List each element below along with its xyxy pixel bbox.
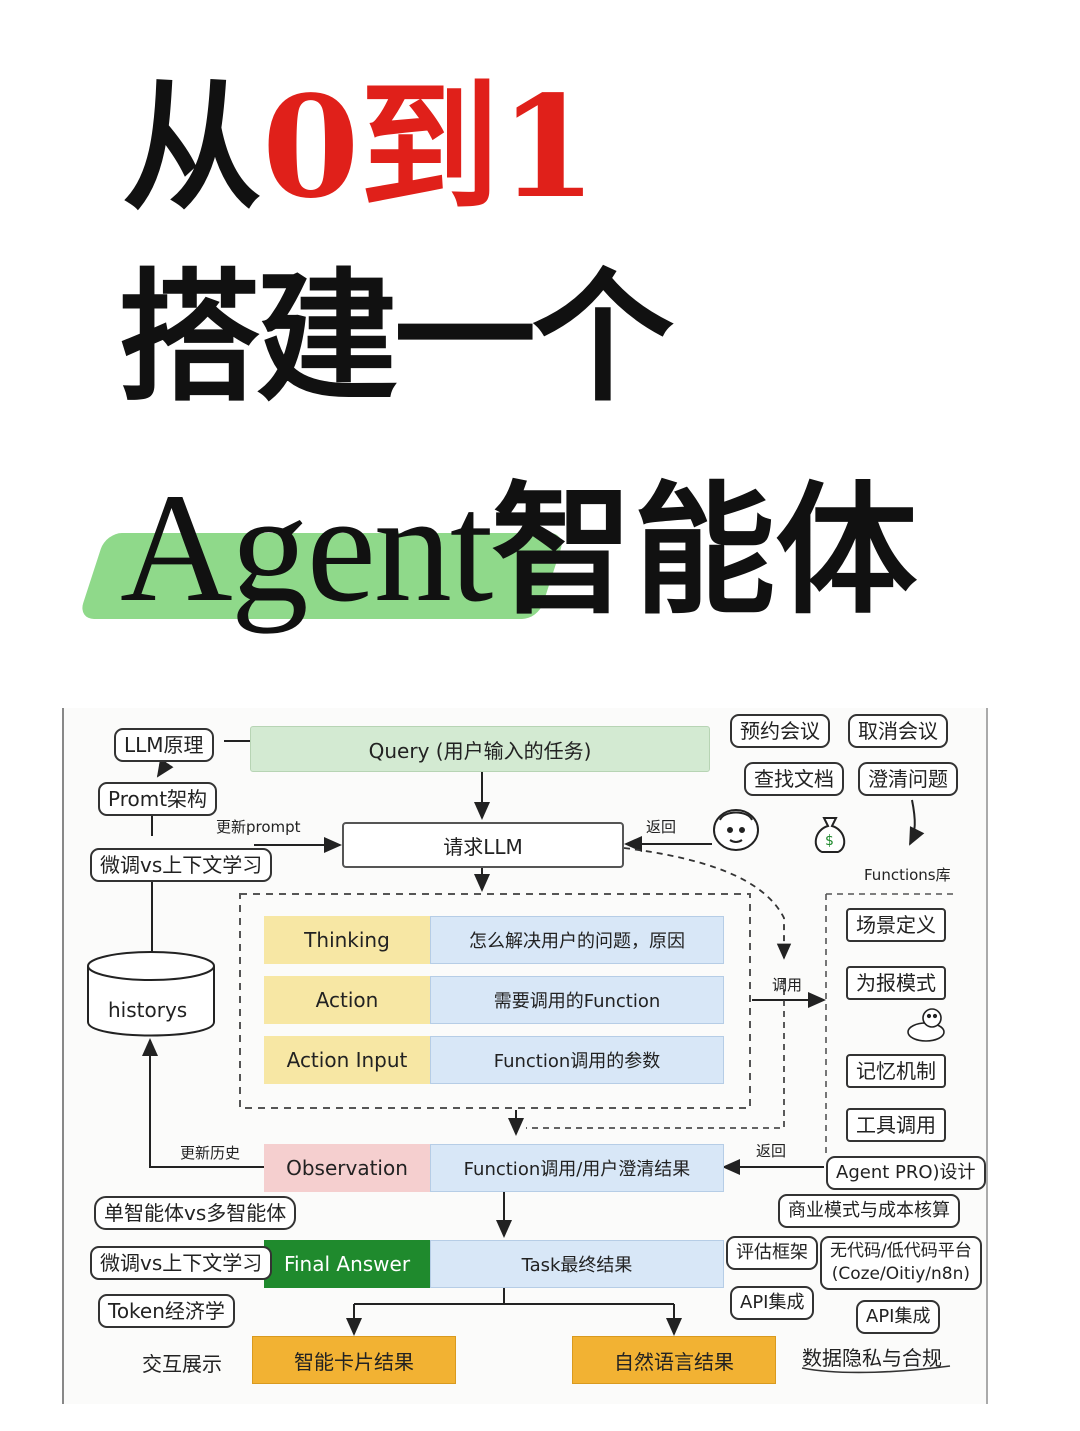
money-bag-icon: $ xyxy=(814,817,846,853)
function-memory-mechanism: 记忆机制 xyxy=(846,1054,946,1088)
row-action-label: Action xyxy=(264,976,430,1024)
title-line3-cjk: 智能体 xyxy=(491,469,918,634)
tag-business-model-cost: 商业模式与成本核算 xyxy=(778,1194,960,1228)
row-action-content: 需要调用的Function xyxy=(430,976,724,1024)
tag-finetune-vs-icl-2: 微调vs上下文学习 xyxy=(90,1246,273,1280)
title-line1-prefix: 从 xyxy=(122,67,263,230)
tag-api-integration-2: API集成 xyxy=(856,1300,941,1334)
function-report-mode: 为报模式 xyxy=(846,966,946,1000)
agent-diagram: LLM原理 Promt架构 微调vs上下文学习 historys Query (… xyxy=(62,708,988,1404)
snowman-icon xyxy=(907,1008,945,1042)
final-answer-label: Final Answer xyxy=(264,1240,430,1288)
tag-no-code-platforms: 无代码/低代码平台 (Coze/Oitiy/n8n) xyxy=(820,1236,982,1290)
title-line-3: Agent智能体 xyxy=(120,470,917,626)
edge-label-update-history: 更新历史 xyxy=(180,1144,241,1162)
tag-agent-pro-design: Agent PRO)设计 xyxy=(826,1156,986,1190)
title-line-2: 搭建一个 xyxy=(118,256,674,421)
request-llm-box: 请求LLM xyxy=(342,822,624,868)
functions-library-title: Functions库 xyxy=(864,866,951,884)
observation-content: Function调用/用户澄清结果 xyxy=(430,1144,724,1192)
tag-finetune-vs-icl: 微调vs上下文学习 xyxy=(90,848,273,882)
tag-llm-principle: LLM原理 xyxy=(114,728,214,762)
connector-lines xyxy=(142,740,954,1374)
final-answer-content: Task最终结果 xyxy=(430,1240,724,1288)
row-thinking-label: Thinking xyxy=(264,916,430,964)
row-thinking-content: 怎么解决用户的问题，原因 xyxy=(430,916,724,964)
row-action-input-content: Function调用的参数 xyxy=(430,1036,724,1084)
output-card-result: 智能卡片结果 xyxy=(252,1336,456,1384)
historys-label: historys xyxy=(108,998,188,1022)
tag-clarify-question: 澄清问题 xyxy=(858,762,958,796)
interaction-label: 交互展示 xyxy=(142,1352,222,1376)
title-line3-latin: Agent xyxy=(120,461,493,634)
tag-api-integration-1: API集成 xyxy=(730,1286,815,1320)
function-scene-definition: 场景定义 xyxy=(846,908,946,942)
person-icon xyxy=(713,809,759,851)
observation-label: Observation xyxy=(264,1144,430,1192)
tag-prompt-architecture: Promt架构 xyxy=(98,782,218,816)
edge-label-update-prompt: 更新prompt xyxy=(216,818,301,836)
title-line-1: 从0到1 xyxy=(122,78,597,219)
tag-book-meeting: 预约会议 xyxy=(730,714,830,748)
edge-label-return-bottom: 返回 xyxy=(756,1142,787,1160)
edge-label-return-top: 返回 xyxy=(646,818,677,836)
data-privacy-compliance: 数据隐私与合规 xyxy=(802,1346,942,1370)
tag-find-document: 查找文档 xyxy=(744,762,844,796)
tag-token-economics: Token经济学 xyxy=(98,1294,235,1328)
title-area: 从0到1 搭建一个 Agent智能体 xyxy=(0,0,1080,660)
history-database-icon xyxy=(87,951,215,1037)
edge-label-call: 调用 xyxy=(772,976,803,994)
tag-cancel-meeting: 取消会议 xyxy=(848,714,948,748)
title-line1-highlight: 0到1 xyxy=(262,66,597,230)
svg-text:$: $ xyxy=(825,833,834,849)
output-natural-language-result: 自然语言结果 xyxy=(572,1336,776,1384)
row-action-input-label: Action Input xyxy=(264,1036,430,1084)
tag-evaluation-framework: 评估框架 xyxy=(726,1236,818,1270)
function-tool-calling: 工具调用 xyxy=(846,1108,946,1142)
query-box: Query (用户输入的任务) xyxy=(250,726,710,772)
tag-single-vs-multi-agent: 单智能体vs多智能体 xyxy=(94,1196,297,1230)
